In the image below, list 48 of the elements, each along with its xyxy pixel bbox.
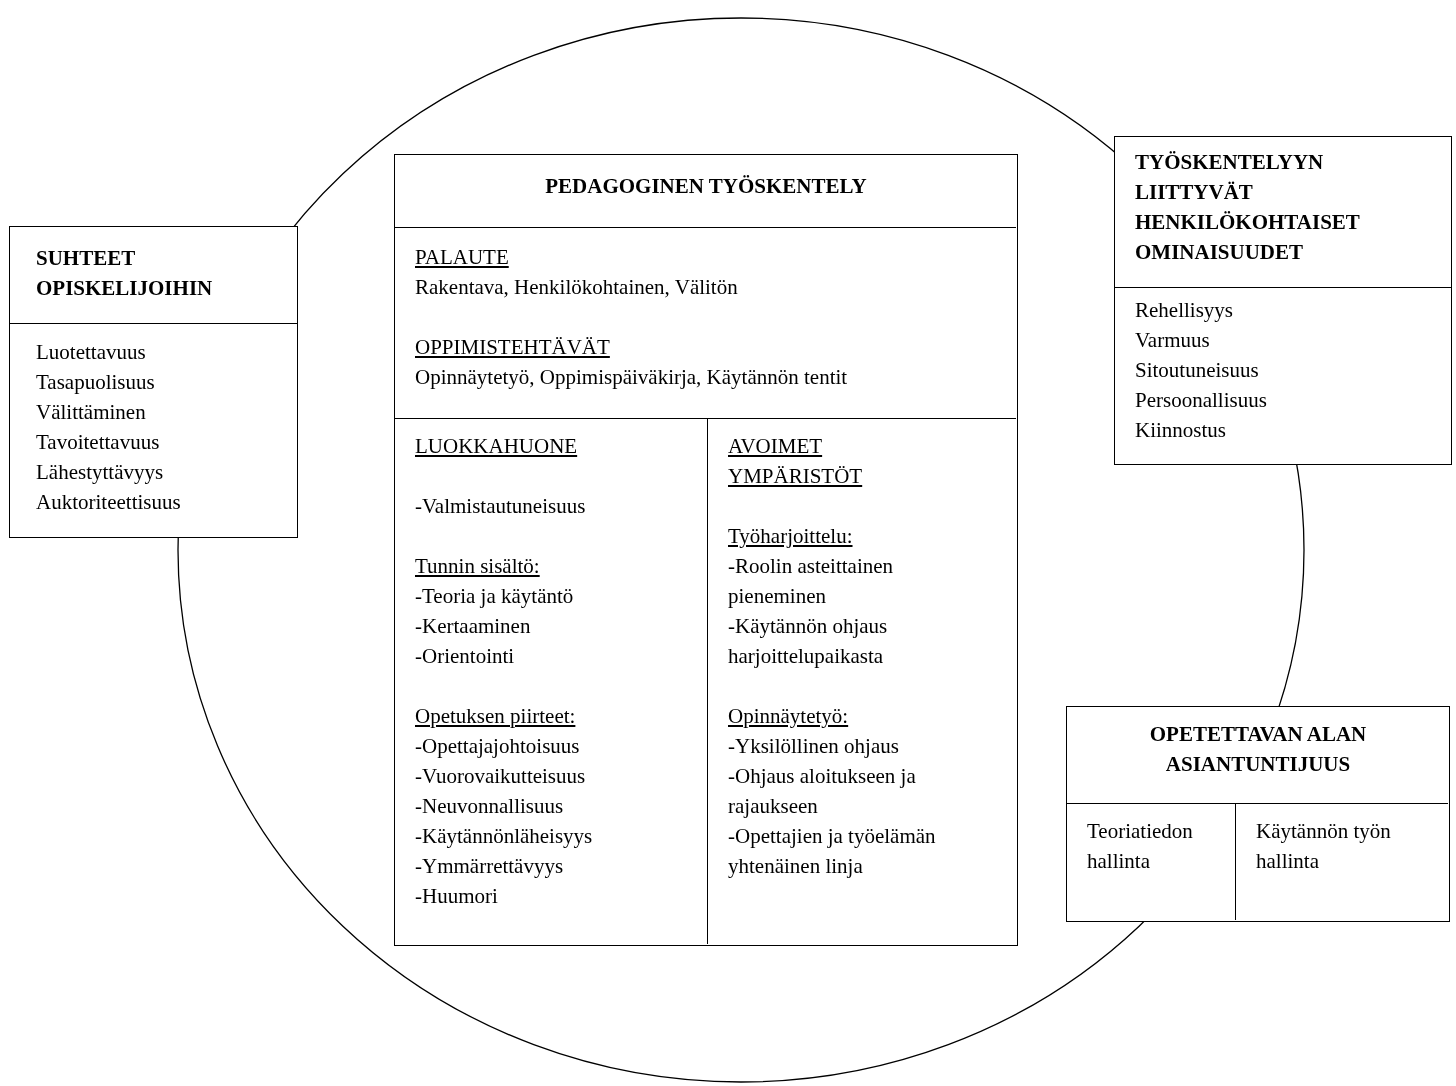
list-item: Välittäminen [36, 399, 147, 426]
list-item: Varmuus [1135, 327, 1211, 354]
list-item: -Neuvonnallisuus [415, 793, 565, 820]
list-item: Teoriatiedon hallinta [1087, 818, 1194, 875]
list-item: -Ymmärrettävyys [415, 853, 565, 880]
list-item: Sitoutuneisuus [1135, 357, 1260, 384]
list-item: Luotettavuus [36, 339, 147, 366]
list-item: -Vuorovaikutteisuus [415, 763, 587, 790]
list-item: Lähestyttävyys [36, 459, 165, 486]
text-box [394, 154, 1018, 946]
box-heading: SUHTEET OPISKELIJOIHIN [36, 245, 214, 302]
list-item: -Orientointi [415, 643, 516, 670]
list-item: -Valmistautuneisuus [415, 493, 587, 520]
list-item: Opinnäytetyö, Oppimispäiväkirja, Käytännön tentit [415, 364, 849, 391]
section-panel [1235, 803, 1448, 920]
section-heading: AVOIMET YMPÄRISTÖT [728, 433, 864, 490]
list-item: -Opettajien ja työelämän yhtenäinen linja [728, 823, 937, 880]
list-item: -Yksilöllinen ohjaus [728, 733, 900, 760]
list-item: Rehellisyys [1135, 297, 1234, 324]
section-heading: PALAUTE [415, 244, 510, 271]
list-item: Tavoitettavuus [36, 429, 161, 456]
section-heading: Työharjoittelu: [728, 523, 854, 550]
list-item: Tasapuolisuus [36, 369, 156, 396]
text-box [1114, 136, 1452, 465]
list-item: -Teoria ja käytäntö [415, 583, 575, 610]
list-item: Rakentava, Henkilökohtainen, Välitön [415, 274, 739, 301]
section-heading: OPPIMISTEHTÄVÄT [415, 334, 611, 361]
list-item: Persoonallisuus [1135, 387, 1268, 414]
list-item: Auktoriteettisuus [36, 489, 182, 516]
text-box [9, 226, 298, 538]
list-item: -Käytännönläheisyys [415, 823, 594, 850]
section-heading: Tunnin sisältö: [415, 553, 541, 580]
section-heading: Opinnäytetyö: [728, 703, 850, 730]
box-heading: PEDAGOGINEN TYÖSKENTELY [544, 173, 868, 200]
list-item: Kiinnostus [1135, 417, 1227, 444]
list-item: -Opettajajohtoisuus [415, 733, 581, 760]
list-item: -Huumori [415, 883, 499, 910]
list-item: Käytännön työn hallinta [1256, 818, 1392, 875]
section-heading: LUOKKAHUONE [415, 433, 579, 460]
box-heading: OPETETTAVAN ALAN ASIANTUNTIJUUS [1148, 721, 1368, 778]
text-box [1066, 706, 1450, 922]
list-item: -Käytännön ohjaus harjoittelupaikasta [728, 613, 889, 670]
list-item: -Ohjaus aloitukseen ja rajaukseen [728, 763, 917, 820]
section-panel [395, 227, 1016, 419]
list-item: -Roolin asteittainen pieneminen [728, 553, 895, 610]
box-heading: TYÖSKENTELYYN LIITTYVÄT HENKILÖKOHTAISET OMINAISUUDET [1135, 149, 1361, 266]
list-item: -Kertaaminen [415, 613, 532, 640]
section-heading: Opetuksen piirteet: [415, 703, 577, 730]
